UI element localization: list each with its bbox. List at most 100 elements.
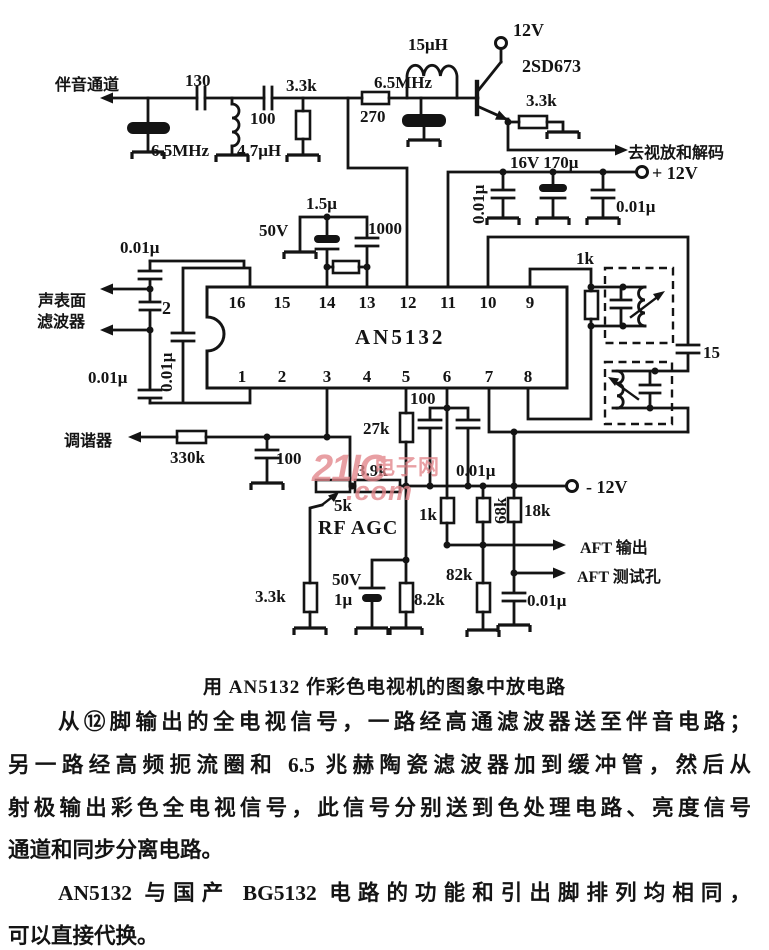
figure-caption: 用 AN5132 作彩色电视机的图象中放电路: [203, 677, 566, 698]
pin-number: 14: [319, 293, 337, 312]
label-c100b: 100: [276, 449, 302, 468]
pin5-chain: [354, 386, 424, 637]
label-c001-inner: 0.01μ: [157, 352, 176, 392]
label-c130: 130: [185, 71, 211, 90]
arrow-left-icon: [100, 324, 113, 336]
label-r330k: 330k: [170, 448, 206, 467]
ground-icon: [496, 623, 532, 634]
label-c170: 16V 170μ: [510, 153, 579, 172]
resistor-icon: [475, 581, 492, 614]
label-r27k: 27k: [363, 419, 390, 438]
pin-number: 3: [323, 367, 332, 386]
arrow-left-icon: [100, 92, 113, 104]
label-c2: 2: [162, 298, 171, 318]
resistor-icon: [353, 478, 402, 494]
supply-terminal-plus12v: [635, 165, 649, 179]
saw-filter-block: [100, 259, 252, 405]
pin-number: 6: [443, 367, 452, 386]
label-r5k: 5k: [334, 496, 353, 515]
paragraph-line: 射极输出彩色全电视信号，此信号分别送到色处理电路、亮度信号: [8, 795, 751, 820]
arrow-left-icon: [100, 283, 113, 295]
pin12-wire: [346, 96, 409, 289]
pin-number: 1: [238, 367, 247, 386]
inductor-icon: [405, 63, 459, 100]
resistor-icon: [398, 581, 415, 614]
resistor-icon: [517, 114, 549, 130]
paragraph-line: 通道和同步分离电路。: [8, 838, 224, 863]
shield-box-icon: [603, 266, 675, 345]
ceramic-filter-icon: [402, 114, 446, 127]
label-r68k: 68k: [491, 497, 510, 524]
ground-icon: [485, 216, 521, 227]
pin-number: 7: [485, 367, 494, 386]
pin-number: 13: [359, 293, 376, 312]
label-to-video: 去视放和解码: [628, 143, 724, 162]
ground-icon: [535, 216, 571, 227]
coil-icon: [637, 285, 647, 328]
label-l15: 15μH: [408, 35, 448, 54]
resistor-icon: [506, 496, 523, 524]
body-text: 从⑫脚输出的全电视信号，一路经高通滤波器送至伴音电路； 另一路经高频扼流圈和 6…: [0, 701, 769, 950]
label-transistor: 2SD673: [522, 56, 581, 76]
label-c15: 15: [703, 343, 720, 362]
emitter-arrow-icon: [495, 110, 508, 120]
buffer-transistor: [474, 36, 628, 156]
pin-number: 12: [400, 293, 417, 312]
ground-icon: [585, 216, 621, 227]
resistor-icon: [398, 411, 415, 444]
pin14-13-network: [282, 213, 380, 289]
label-c001-bl: 0.01μ: [88, 368, 128, 387]
pin-number: 9: [526, 293, 535, 312]
label-c001-rail2: 0.01μ: [616, 197, 656, 216]
supply-terminal-12v: [494, 36, 508, 50]
label-r8k2: 8.2k: [414, 590, 445, 609]
label-tuner: 调谐器: [64, 432, 113, 450]
ground-icon: [545, 130, 581, 141]
label-12v: 12V: [513, 20, 544, 40]
label-r33k-c: 3.3k: [255, 587, 286, 606]
label-aft-out: AFT 输出: [580, 538, 648, 557]
label-r33k-a: 3.3k: [286, 76, 317, 95]
paragraph-line: 另一路经高频扼流圈和 6.5 兆赫陶瓷滤波器加到缓冲管，然后从: [8, 752, 751, 777]
core-arrow-icon: [653, 291, 665, 301]
ground-icon: [465, 628, 501, 639]
label-saw-line1: 声表面: [37, 291, 86, 310]
paragraph-line: 从⑫脚输出的全电视信号，一路经高通滤波器送至伴音电路；: [58, 710, 751, 734]
inductor-icon: [230, 102, 241, 148]
tuner-agc-line: [128, 386, 352, 492]
electrolytic-plate-icon: [362, 594, 382, 602]
pin-number: 5: [402, 367, 411, 386]
wiper-arrow-icon: [328, 492, 339, 502]
resistor-icon: [175, 429, 208, 445]
label-r1k-a: 1k: [576, 249, 595, 268]
label-filter2: 6.5MHz: [374, 73, 433, 92]
potentiometer-icon: [314, 478, 352, 494]
resistor-icon: [302, 581, 319, 614]
ic-name: AN5132: [355, 325, 445, 349]
ground-icon: [354, 626, 390, 637]
label-l47: 4.7μH: [237, 141, 281, 160]
pin-number: 8: [524, 367, 533, 386]
pin-number: 2: [278, 367, 287, 386]
ground-icon: [282, 250, 318, 261]
shield-box-icon: [603, 360, 674, 426]
label-50v-b: 50V: [332, 570, 362, 589]
sound-takeoff-chain: [100, 63, 480, 164]
label-minus12v: - 12V: [586, 477, 628, 497]
core-arrow-icon: [608, 377, 619, 386]
label-r18k: 18k: [524, 501, 551, 520]
electrolytic-plate-icon: [314, 235, 340, 243]
label-plus12v: + 12V: [652, 163, 698, 183]
arrow-left-icon: [128, 431, 141, 443]
pin-number: 15: [274, 293, 291, 312]
label-filter1: 6.5MHz: [151, 141, 210, 160]
label-c100a: 100: [250, 109, 276, 128]
pin-number: 10: [480, 293, 497, 312]
label-rf-agc: RF AGC: [318, 517, 398, 539]
label-c001-p6: 0.01μ: [456, 461, 496, 480]
label-saw-line2: 滤波器: [37, 312, 86, 331]
supply-terminal-minus12v: [565, 479, 579, 493]
label-50v-a: 50V: [259, 221, 289, 240]
resistor-icon: [439, 496, 456, 525]
ceramic-filter-icon: [127, 122, 170, 134]
